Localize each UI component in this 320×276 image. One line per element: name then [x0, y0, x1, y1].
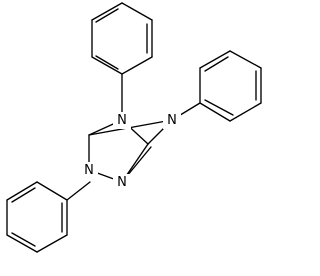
n-lower-left-label-background	[80, 162, 98, 179]
lower-phenyl-ring	[6, 181, 68, 253]
bond-nlowerright-bridgecarbon-double	[126, 146, 152, 177]
molecule-drawing: N N N N	[6, 2, 262, 253]
n-top-label: N	[117, 113, 127, 128]
n-top-label-background	[113, 112, 131, 129]
n-lower-right-label: N	[117, 175, 127, 190]
bond-nlowerleft-phenyl	[66, 181, 91, 201]
structure-diagram: N N N N	[6, 2, 262, 253]
n-lower-right-label-background	[113, 174, 131, 191]
n-lower-left-label: N	[84, 163, 94, 178]
atom-labels: N N N N	[80, 112, 181, 191]
n-right-label: N	[167, 113, 177, 128]
n-right-label-background	[163, 112, 181, 129]
top-phenyl-ring	[91, 2, 153, 75]
right-phenyl-ring	[199, 50, 262, 122]
core-bonds	[66, 73, 201, 201]
